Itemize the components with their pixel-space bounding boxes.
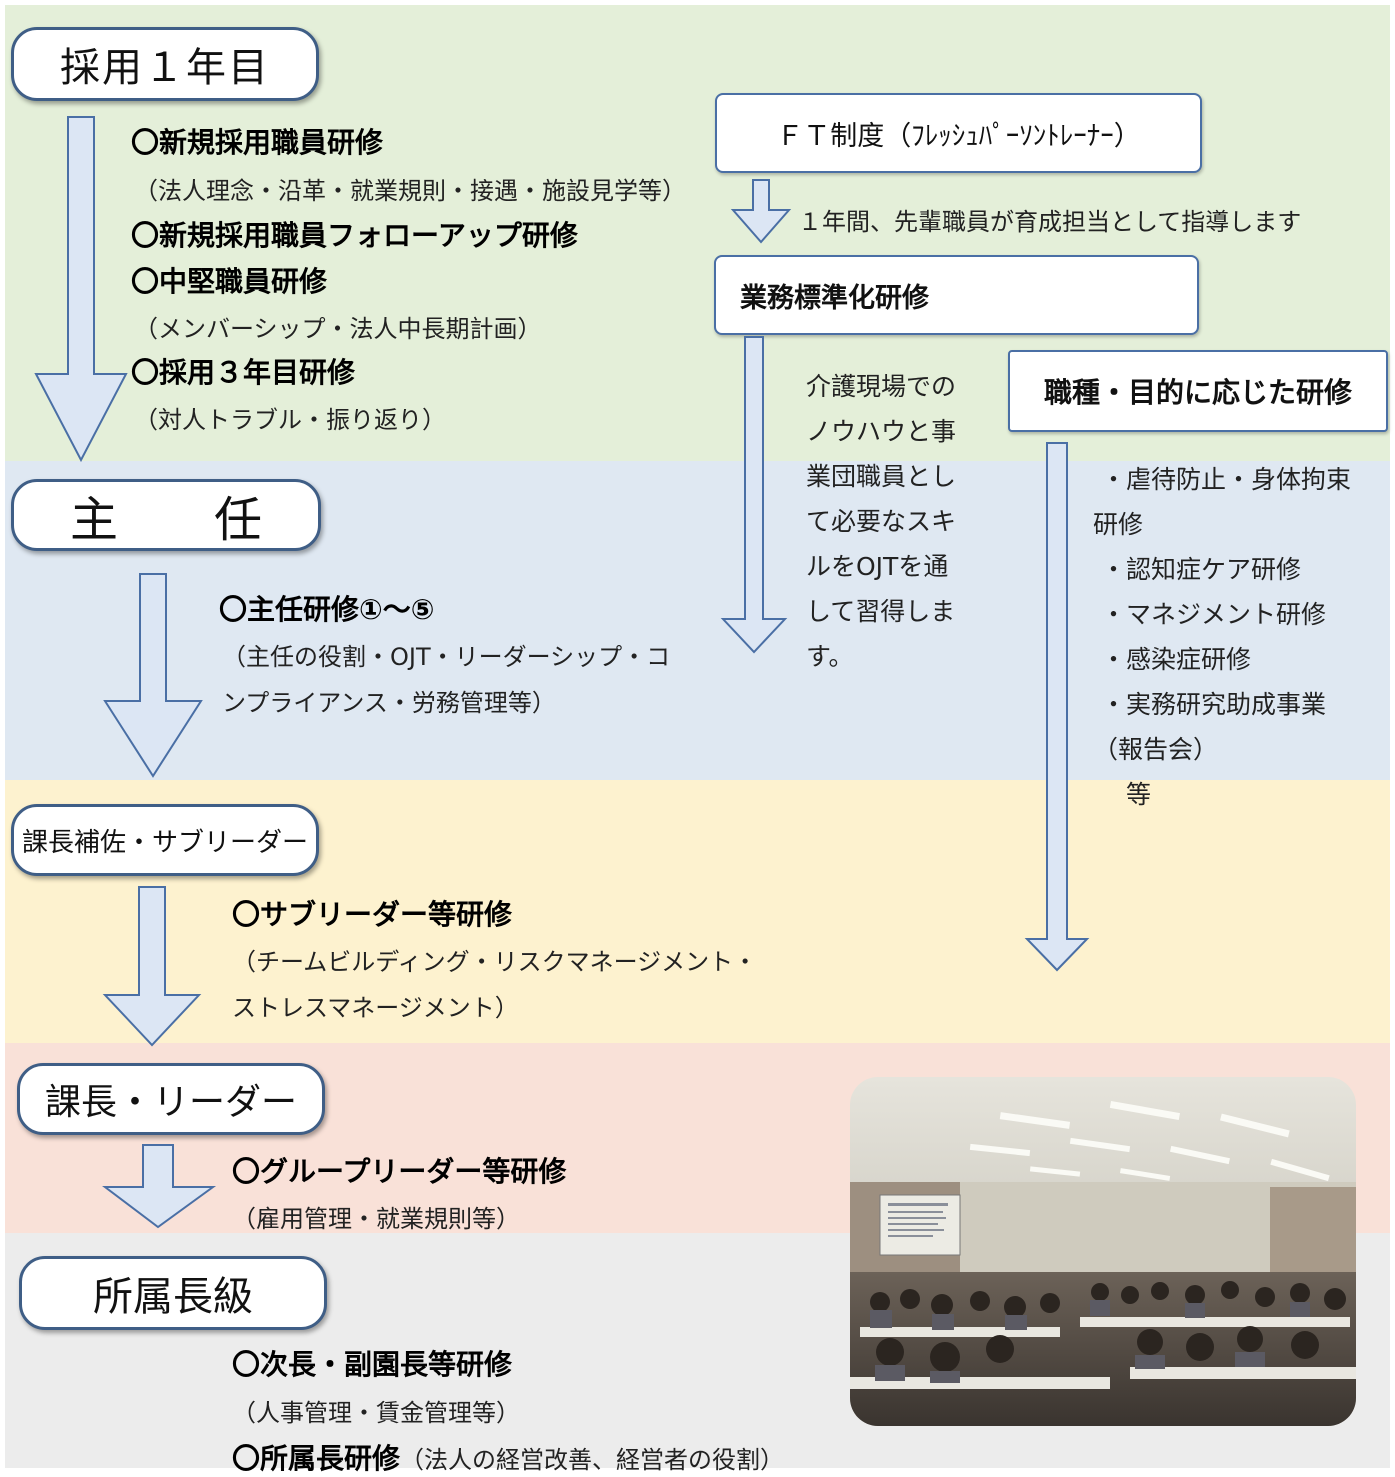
standardization-description-line: ルをOJTを通: [806, 552, 949, 581]
arrow-down-ft: [730, 179, 792, 244]
training-follow-up-title: 〇新規採用職員フォローアップ研修: [131, 219, 578, 252]
training-chief-detail-2: ンプライアンス・労務管理等）: [222, 689, 556, 717]
standardization-box: 業務標準化研修: [714, 255, 1199, 335]
stage-year1: 採用１年目: [11, 27, 319, 101]
ft-note: １年間、先輩職員が育成担当として指導します: [798, 208, 1302, 236]
standardization-description-line: て必要なスキ: [806, 507, 957, 536]
ft-box: ＦＴ制度（ﾌﾚｯｼｭﾊﾟｰｿﾝﾄﾚｰﾅｰ）: [715, 93, 1202, 173]
training-chief-detail-1: （主任の役割・OJT・リーダーシップ・コ: [222, 643, 671, 671]
purpose-box-label: 職種・目的に応じた研修: [1043, 376, 1352, 409]
arrow-down-standardization: [720, 336, 788, 654]
training-sub-leader-detail-1: （チームビルディング・リスクマネージメント・: [232, 948, 758, 976]
training-third-year-detail: （対人トラブル・振り返り）: [134, 406, 446, 434]
training-leader-title: 〇グループリーダー等研修: [232, 1155, 567, 1188]
training-session-photo: [850, 1077, 1356, 1426]
standardization-description: 介護現場での ノウハウと事 業団職員とし て必要なスキ ルをOJTを通 して習得…: [806, 364, 956, 679]
standardization-description-line: ノウハウと事: [806, 417, 957, 446]
training-director-line: 〇所属長研修（法人の経営改善、経営者の役割）: [232, 1437, 784, 1477]
training-new-hire-detail: （法人理念・沿革・就業規則・接遇・施設見学等）: [134, 177, 686, 205]
standardization-box-label: 業務標準化研修: [740, 282, 929, 314]
purpose-list: ・虐待防止・身体拘束 研修 ・認知症ケア研修 ・マネジメント研修 ・感染症研修 …: [1093, 457, 1351, 817]
training-director-title: 〇所属長研修: [232, 1442, 401, 1475]
arrow-down-year1: [34, 116, 128, 463]
arrow-down-chief: [103, 573, 203, 778]
purpose-list-item: （報告会）: [1093, 735, 1219, 764]
purpose-list-item: 等: [1101, 780, 1152, 809]
stage-head: 所属長級: [19, 1256, 327, 1330]
stage-chief-label: 主 任: [69, 492, 262, 548]
training-new-hire-title: 〇新規採用職員研修: [131, 126, 384, 159]
standardization-description-line: して習得しま: [806, 597, 956, 626]
standardization-description-line: 介護現場での: [806, 372, 957, 401]
training-mid-career-detail: （メンバーシップ・法人中長期計画）: [134, 315, 542, 343]
purpose-list-item: 研修: [1093, 510, 1144, 539]
training-sub-leader-title: 〇サブリーダー等研修: [232, 898, 513, 931]
stage-leader-label: 課長・リーダー: [44, 1082, 297, 1123]
purpose-list-item: ・認知症ケア研修: [1101, 555, 1302, 584]
purpose-box: 職種・目的に応じた研修: [1008, 350, 1388, 432]
arrow-down-purpose: [1024, 442, 1090, 972]
purpose-list-item: ・マネジメント研修: [1101, 600, 1327, 629]
stage-chief: 主 任: [11, 479, 321, 551]
stage-leader: 課長・リーダー: [17, 1063, 325, 1135]
ft-box-label: ＦＴ制度（ﾌﾚｯｼｭﾊﾟｰｿﾝﾄﾚｰﾅｰ）: [776, 120, 1141, 152]
arrow-down-sub-leader: [102, 886, 202, 1047]
training-director-detail: （法人の経営改善、経営者の役割）: [400, 1446, 785, 1474]
standardization-description-line: 業団職員とし: [806, 462, 957, 491]
purpose-list-item: ・感染症研修: [1101, 645, 1252, 674]
stage-sub-leader-label: 課長補佐・サブリーダー: [21, 827, 308, 858]
training-deputy-title: 〇次長・副園長等研修: [232, 1348, 513, 1381]
training-leader-detail: （雇用管理・就業規則等）: [232, 1205, 520, 1233]
purpose-list-item: ・実務研究助成事業: [1101, 690, 1327, 719]
training-third-year-title: 〇採用３年目研修: [131, 356, 356, 389]
standardization-description-line: す。: [806, 642, 854, 671]
stage-year1-label: 採用１年目: [60, 45, 270, 91]
stage-head-label: 所属長級: [93, 1274, 253, 1320]
training-sub-leader-detail-2: ストレスマネージメント）: [232, 994, 519, 1022]
arrow-down-leader: [102, 1144, 217, 1229]
training-mid-career-title: 〇中堅職員研修: [131, 265, 328, 298]
training-chief-title: 〇主任研修①～⑤: [219, 593, 435, 626]
training-deputy-detail: （人事管理・賃金管理等）: [232, 1399, 520, 1427]
purpose-list-item: ・虐待防止・身体拘束: [1101, 465, 1352, 494]
stage-sub-leader: 課長補佐・サブリーダー: [11, 804, 319, 876]
